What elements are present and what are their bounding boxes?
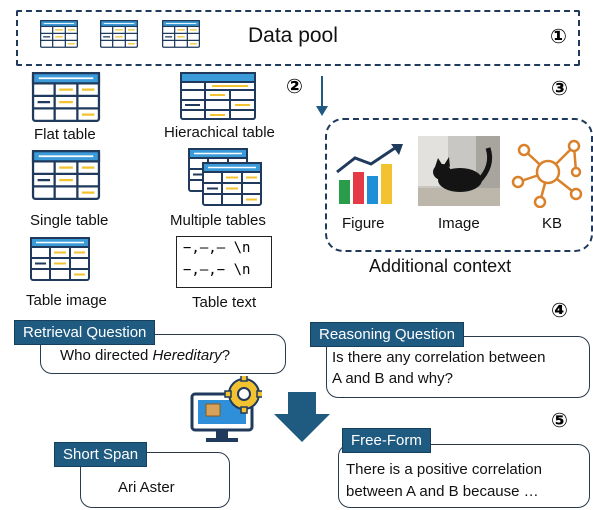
additional-context-caption: Additional context: [369, 256, 512, 276]
cat-photo-icon: [418, 136, 500, 206]
retrieval-question-text: Who directed Hereditary?: [60, 346, 230, 366]
computer-gear-icon: [190, 376, 262, 442]
down-arrow-icon: [316, 76, 328, 116]
step-3-marker: ③: [551, 76, 568, 100]
pool-table-icon-1: [40, 19, 78, 49]
pool-table-icon-3: [162, 19, 200, 49]
step-4-marker: ④: [551, 298, 568, 322]
knowledge-graph-icon: [511, 139, 583, 208]
reasoning-question-line-1: Is there any correlation between: [332, 349, 546, 366]
table-text-line-2: −,—,− \n: [183, 262, 251, 278]
hierarchical-table-label: Hierachical table: [164, 124, 275, 141]
pool-table-icon-2: [100, 19, 138, 49]
table-text-box: −,—,— \n −,—,− \n: [176, 236, 272, 288]
multiple-table-icon-front: [201, 162, 263, 206]
reasoning-question-line-2: A and B and why?: [332, 370, 453, 387]
retrieval-question-film: Hereditary: [152, 347, 222, 364]
retrieval-question-tag: Retrieval Question: [14, 320, 156, 345]
hierarchical-table-icon: [180, 72, 256, 120]
step-2-marker: ②: [286, 74, 303, 98]
step-1-marker: ①: [550, 24, 567, 48]
short-span-answer: Ari Aster: [118, 479, 175, 496]
free-form-tag: Free-Form: [342, 428, 431, 453]
short-span-tag: Short Span: [54, 442, 148, 467]
additional-context-box: [325, 118, 593, 252]
table-image-icon: [30, 236, 90, 282]
flat-table-icon: [31, 72, 101, 122]
table-text-label: Table text: [192, 294, 257, 311]
image-label: Image: [438, 215, 480, 232]
table-image-label: Table image: [26, 292, 107, 309]
single-table-label: Single table: [30, 212, 109, 229]
free-form-line-2: between A and B because …: [346, 483, 539, 500]
retrieval-question-pre: Who directed: [60, 347, 153, 364]
retrieval-question-post: ?: [221, 347, 231, 364]
data-pool-label: Data pool: [248, 24, 338, 47]
flat-table-label: Flat table: [34, 126, 96, 143]
free-form-bubble: [338, 444, 590, 508]
big-down-arrow-icon: [274, 392, 330, 442]
kb-label: KB: [542, 215, 563, 232]
data-pool-box: [16, 10, 580, 66]
figure-label: Figure: [342, 215, 385, 232]
bar-chart-icon: [336, 144, 403, 204]
single-table-icon: [31, 150, 101, 200]
multiple-tables-label: Multiple tables: [170, 212, 266, 229]
free-form-line-1: There is a positive correlation: [346, 461, 542, 478]
step-5-marker: ⑤: [551, 408, 568, 432]
reasoning-question-tag: Reasoning Question: [310, 322, 464, 347]
table-text-line-1: −,—,— \n: [183, 240, 251, 256]
